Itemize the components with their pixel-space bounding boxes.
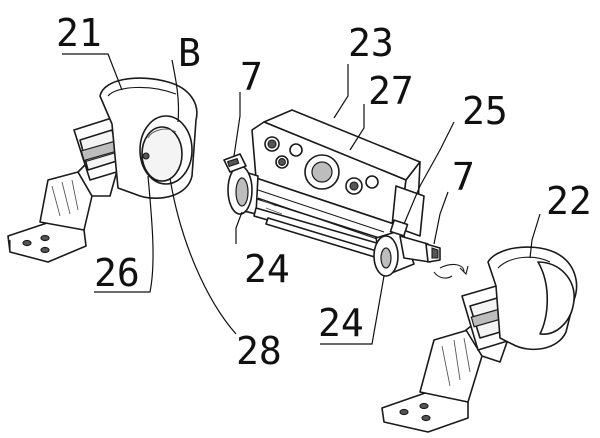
leader-22 xyxy=(529,213,541,259)
leader-23 xyxy=(333,64,349,119)
label-24-left: 24 xyxy=(244,247,290,291)
label-B: B xyxy=(178,31,201,75)
label-27: 27 xyxy=(368,69,414,113)
part-21-left-bracket xyxy=(7,77,198,263)
leader-24-right xyxy=(320,275,385,345)
leader-27 xyxy=(349,104,365,151)
leader-26 xyxy=(94,175,154,293)
part-24-left-cylinder xyxy=(227,165,283,215)
label-24-right: 24 xyxy=(318,301,364,345)
leader-7-right xyxy=(433,191,449,245)
label-21: 21 xyxy=(56,11,102,55)
part-22-right-bracket xyxy=(381,246,578,433)
reference-numerals: 21 B 7 23 27 25 7 22 26 24 24 28 xyxy=(56,11,592,373)
leader-24-left xyxy=(235,211,243,244)
label-26: 26 xyxy=(94,251,140,295)
label-7-left: 7 xyxy=(240,55,263,99)
part-23-housing xyxy=(223,109,469,279)
leader-28 xyxy=(169,177,237,335)
part-25-right-pin-assembly xyxy=(389,219,441,263)
leader-7-left xyxy=(233,92,241,157)
label-23: 23 xyxy=(348,21,394,65)
leader-21 xyxy=(62,53,123,91)
label-22: 22 xyxy=(546,179,592,223)
part-27-face-plate xyxy=(264,136,379,195)
leader-25 xyxy=(403,121,455,225)
label-7-right: 7 xyxy=(452,155,475,199)
part-7-left-pin xyxy=(223,153,247,173)
leader-B xyxy=(171,59,180,123)
label-28: 28 xyxy=(236,329,282,373)
leader-lines xyxy=(62,53,541,345)
label-25: 25 xyxy=(462,89,508,133)
